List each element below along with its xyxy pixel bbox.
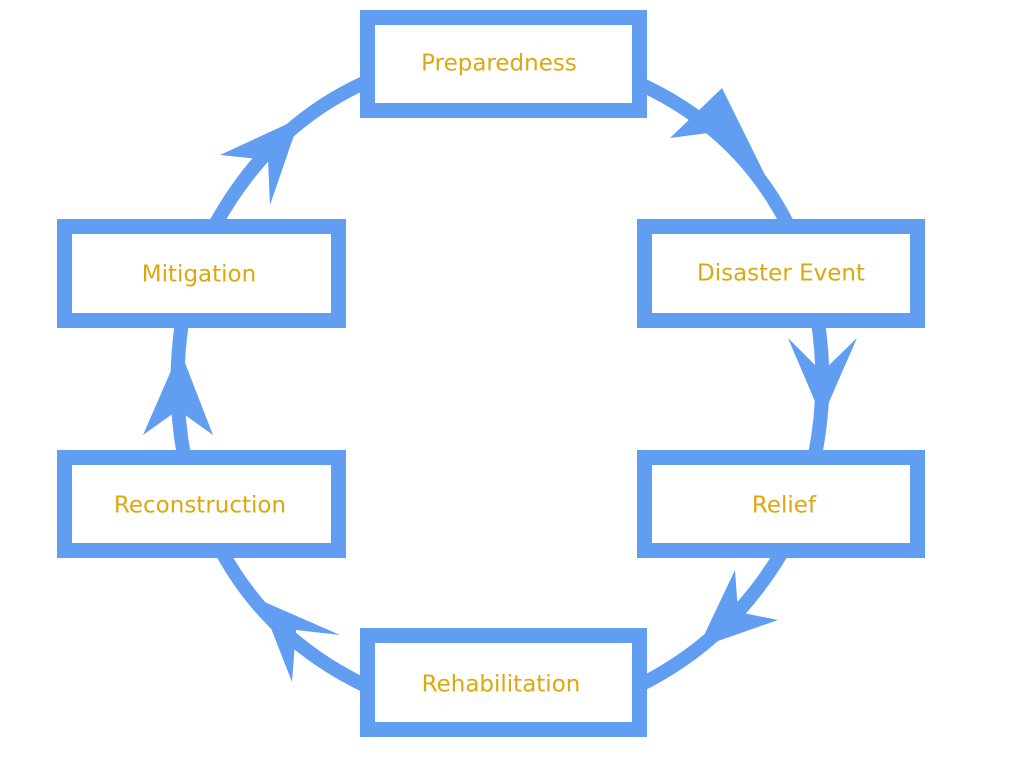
stage-label: Relief [752,493,817,519]
arrowhead-icon [220,118,300,205]
arrowhead-icon [670,88,765,175]
stage-label: Reconstruction [114,493,286,519]
stage-mitigation: Mitigation [57,219,346,328]
stage-rehabilitation: Rehabilitation [360,628,647,737]
stage-label: Preparedness [421,51,577,77]
stage-preparedness: Preparedness [360,10,647,118]
arrowhead-icon [260,600,340,682]
arrowhead-icon [143,350,213,435]
stage-label: Disaster Event [697,261,865,287]
stage-label: Mitigation [142,262,256,288]
stage-disaster-event: Disaster Event [637,219,925,328]
connector-preparedness-disaster [637,77,795,229]
stage-reconstruction: Reconstruction [57,450,346,558]
arrowhead-icon [788,338,857,418]
stage-label: Rehabilitation [422,672,581,698]
arrowhead-icon [698,570,778,648]
stage-relief: Relief [637,450,925,558]
